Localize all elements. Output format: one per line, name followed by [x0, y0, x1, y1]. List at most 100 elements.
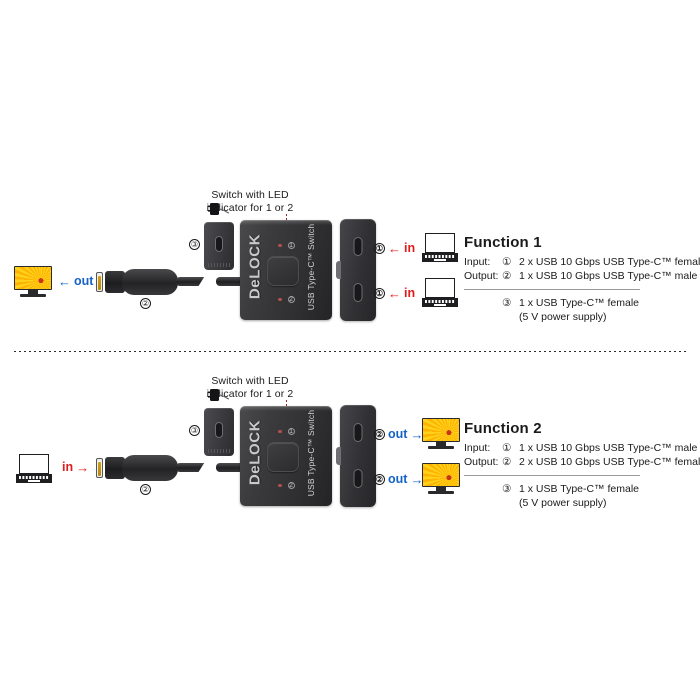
- led-number-1: 1: [287, 428, 295, 435]
- spec-input-value: 2 x USB 10 Gbps USB Type-C™ female: [519, 256, 700, 268]
- monitor-screen: [422, 418, 460, 442]
- cable-segment-a: [176, 463, 210, 472]
- left-flow-in: in →: [62, 460, 89, 474]
- port-flow-1-device-monitor: [422, 418, 460, 449]
- usb-c-port-2[interactable]: [353, 283, 363, 302]
- left-flow-out: ← out: [58, 274, 93, 288]
- port-flow-1-label: in: [404, 241, 416, 255]
- switch-caption-line-1: Switch with LED: [211, 375, 289, 387]
- usb-c-cable: ②: [96, 262, 250, 309]
- port-panel: [336, 219, 376, 321]
- power-adapter-icon: [208, 202, 230, 218]
- usb-c-cable: ②: [96, 448, 250, 495]
- usb-c-switch-body: DeLOCK USB Type-C™ Switch 1 2: [240, 406, 332, 506]
- laptop-screen: [425, 233, 455, 253]
- spec-note: ③ 1 x USB Type-C™ female: [464, 482, 700, 496]
- usb-c-plug-head: [105, 271, 125, 293]
- switch-push-button[interactable]: [267, 442, 299, 472]
- port-flow-2-marker: ②: [374, 473, 385, 485]
- port-flow-2-device-monitor: [422, 463, 460, 494]
- switch-caption-line-1: Switch with LED: [211, 189, 289, 201]
- usb-c-port-2[interactable]: [353, 469, 363, 488]
- led-number-1: 1: [287, 242, 295, 249]
- side-module-ridges: [208, 449, 230, 453]
- left-device-laptop: [16, 454, 52, 484]
- port-flow-2-device-laptop: [422, 278, 458, 308]
- switch-caption-line-2: indicator for 1 or 2: [206, 201, 294, 214]
- switch-push-button[interactable]: [267, 256, 299, 286]
- usb-c-port-1[interactable]: [353, 423, 363, 442]
- cable-marker-2: ②: [140, 298, 151, 309]
- laptop-touchpad: [28, 480, 40, 482]
- function-1-spec: Function 1 Input: ① 2 x USB 10 Gbps USB …: [464, 234, 700, 324]
- led-indicator-2[interactable]: 2: [278, 296, 295, 303]
- port-flow-1-marker: ②: [374, 428, 385, 440]
- side-module-usb-c-port: [215, 422, 223, 438]
- port-flow-1-label: out: [388, 427, 408, 441]
- led-dot-2-icon: [278, 297, 282, 302]
- led-indicator-1[interactable]: 1: [278, 428, 295, 435]
- usb-c-plug-barrel: [122, 455, 178, 481]
- port-flow-1: ① ← in: [374, 241, 415, 255]
- product-side-label: USB Type-C™ Switch: [306, 409, 316, 497]
- spec-input-value: 1 x USB 10 Gbps USB Type-C™ male: [519, 442, 698, 454]
- arrow-right-icon: →: [410, 471, 424, 487]
- usb-c-port-1[interactable]: [353, 237, 363, 256]
- laptop-touchpad: [434, 304, 446, 306]
- port-flow-2-label: in: [404, 286, 416, 300]
- led-indicator-1[interactable]: 1: [278, 242, 295, 249]
- usb-c-plug-head: [105, 457, 125, 479]
- section-divider: [14, 351, 686, 352]
- switch-caption-line-2: indicator for 1 or 2: [206, 387, 294, 400]
- arrow-left-icon: ←: [388, 285, 401, 301]
- port-flow-2: ② out →: [374, 472, 423, 486]
- usb-c-receptacle: [96, 272, 103, 292]
- spec-note-sub: (5 V power supply): [519, 497, 607, 509]
- side-module-marker-3: ③: [189, 239, 200, 250]
- spec-row-input: Input: ① 1 x USB 10 Gbps USB Type-C™ mal…: [464, 441, 700, 455]
- led-dot-2-icon: [278, 483, 282, 488]
- spec-input-key: Input:: [464, 442, 491, 454]
- spec-note-sub: (5 V power supply): [519, 311, 607, 323]
- side-module-usb-c-port: [215, 236, 223, 252]
- spec-output-key: Output:: [464, 270, 499, 282]
- usb-c-plug-barrel: [122, 269, 178, 295]
- led-indicator-2[interactable]: 2: [278, 482, 295, 489]
- side-module-ridges: [208, 263, 230, 267]
- laptop-keyboard: [425, 255, 455, 258]
- usb-c-receptacle: [96, 458, 103, 478]
- port-panel-tab: [336, 447, 341, 465]
- monitor-screen: [422, 463, 460, 487]
- spec-output-key: Output:: [464, 456, 499, 468]
- function-2-panel: Switch with LED indicator for 1 or 2 in …: [0, 186, 700, 526]
- monitor-stand: [28, 290, 38, 294]
- side-module-marker-3: ③: [189, 425, 200, 436]
- spec-output-marker: ②: [502, 456, 512, 468]
- port-flow-2-label: out: [388, 472, 408, 486]
- arrow-left-icon: ←: [388, 240, 401, 256]
- function-2-title: Function 2: [464, 420, 542, 437]
- spec-row-output: Output: ② 1 x USB 10 Gbps USB Type-C™ ma…: [464, 269, 700, 283]
- spec-row-input: Input: ① 2 x USB 10 Gbps USB Type-C™ fem…: [464, 255, 700, 269]
- port-flow-2-marker: ①: [374, 287, 385, 299]
- port-flow-1-device-laptop: [422, 233, 458, 263]
- port-panel-tab: [336, 261, 341, 279]
- monitor-screen: [14, 266, 52, 290]
- switch-caption: Switch with LED indicator for 1 or 2: [170, 189, 330, 214]
- function-1-panel: Switch with LED indicator for 1 or 2 ← o…: [0, 0, 700, 340]
- spec-output-value: 1 x USB 10 Gbps USB Type-C™ male: [519, 270, 698, 282]
- spec-note: ③ 1 x USB Type-C™ female: [464, 296, 700, 310]
- spec-input-key: Input:: [464, 256, 491, 268]
- port-panel: [336, 405, 376, 507]
- port-flow-1-marker: ①: [374, 242, 385, 254]
- laptop-touchpad: [434, 259, 446, 261]
- arrow-right-icon: →: [410, 426, 424, 442]
- spec-output-value: 2 x USB 10 Gbps USB Type-C™ female: [519, 456, 700, 468]
- left-device-monitor: [14, 266, 52, 297]
- function-2-spec: Function 2 Input: ① 1 x USB 10 Gbps USB …: [464, 420, 700, 510]
- spec-input-marker: ①: [502, 442, 512, 454]
- led-number-2: 2: [287, 482, 295, 489]
- cable-segment-b: [216, 277, 250, 286]
- left-flow-label: out: [74, 274, 94, 288]
